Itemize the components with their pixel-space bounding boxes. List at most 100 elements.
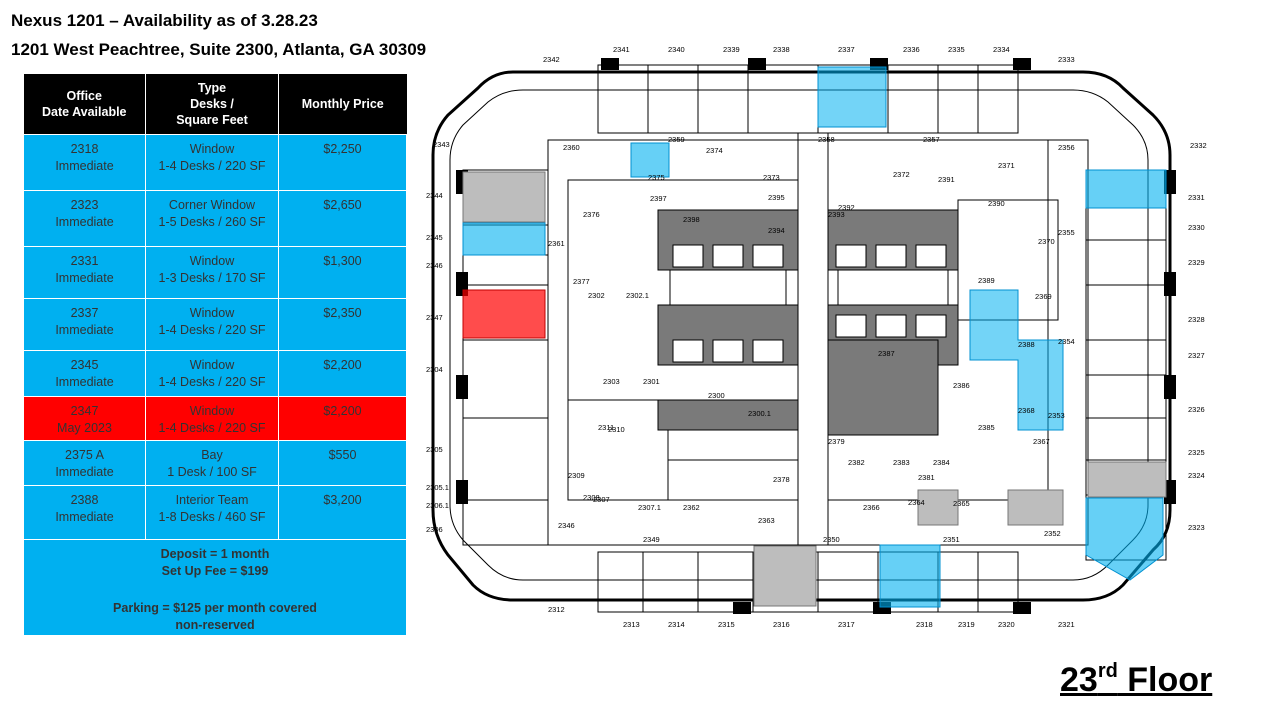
room-label-2301: 2301: [643, 377, 660, 386]
office-2337-highlight[interactable]: [817, 66, 887, 128]
room-label-2371: 2371: [998, 161, 1015, 170]
room-label-2341: 2341: [613, 45, 630, 54]
office-2388-highlight[interactable]: [969, 289, 1064, 431]
room-label-2376: 2376: [583, 210, 600, 219]
price-cell: $2,200: [278, 396, 407, 441]
room-label-2339: 2339: [723, 45, 740, 54]
room-label-2307: 2307: [593, 495, 610, 504]
room-label-2340: 2340: [668, 45, 685, 54]
table-header-row: Office Date Available Type Desks / Squar…: [23, 74, 407, 135]
room-label-2307.1: 2307.1: [638, 503, 661, 512]
room-label-2324: 2324: [1188, 471, 1205, 480]
room-label-2337: 2337: [838, 45, 855, 54]
terms-cell: Deposit = 1 month Set Up Fee = $199 Park…: [23, 539, 407, 636]
availability-table: Office Date Available Type Desks / Squar…: [23, 74, 407, 636]
room-label-2394: 2394: [768, 226, 785, 235]
price-cell: $2,350: [278, 298, 407, 351]
office-2345-highlight[interactable]: [462, 222, 546, 256]
price-cell: $550: [278, 440, 407, 486]
room-label-2310: 2310: [608, 425, 625, 434]
room-label-2305.1: 2305.1: [426, 483, 449, 492]
room-label-2359: 2359: [668, 135, 685, 144]
room-label-2321: 2321: [1058, 620, 1075, 629]
room-label-2308: 2308: [583, 493, 600, 502]
room-label-2384: 2384: [933, 458, 950, 467]
room-label-2334: 2334: [993, 45, 1010, 54]
room-label-2312: 2312: [548, 605, 565, 614]
room-label-2315: 2315: [718, 620, 735, 629]
room-label-2300: 2300: [708, 391, 725, 400]
price-cell: $2,650: [278, 190, 407, 247]
room-label-2393: 2393: [828, 210, 845, 219]
room-label-2343: 2343: [433, 140, 450, 149]
room-label-2392: 2392: [838, 203, 855, 212]
room-label-2369: 2369: [1035, 292, 1052, 301]
price-cell: $1,300: [278, 246, 407, 299]
room-label-2306: 2306: [426, 525, 443, 534]
room-label-2395: 2395: [768, 193, 785, 202]
room-label-2354: 2354: [1058, 337, 1075, 346]
room-label-2360: 2360: [563, 143, 580, 152]
room-label-2345: 2345: [426, 233, 443, 242]
room-label-2306.1: 2306.1: [426, 501, 449, 510]
room-label-2377: 2377: [573, 277, 590, 286]
room-label-2374: 2374: [706, 146, 723, 155]
room-label-2350: 2350: [823, 535, 840, 544]
price-cell: $2,250: [278, 134, 407, 191]
room-label-2352: 2352: [1044, 529, 1061, 538]
room-label-2330: 2330: [1188, 223, 1205, 232]
page-address: 1201 West Peachtree, Suite 2300, Atlanta…: [11, 40, 427, 59]
room-label-2323: 2323: [1188, 523, 1205, 532]
office-2323-highlight[interactable]: [1085, 497, 1164, 581]
room-label-2328: 2328: [1188, 315, 1205, 324]
room-label-2302.1: 2302.1: [626, 291, 649, 300]
header-office: Office Date Available: [23, 74, 146, 135]
room-label-2332: 2332: [1190, 141, 1207, 150]
room-label-2346: 2346: [426, 261, 443, 270]
room-label-2344: 2344: [426, 191, 443, 200]
room-label-2356: 2356: [1058, 143, 1075, 152]
room-label-2349: 2349: [643, 535, 660, 544]
room-label-2389: 2389: [978, 276, 995, 285]
table-footer-row: Deposit = 1 month Set Up Fee = $199 Park…: [23, 539, 407, 636]
room-label-2314: 2314: [668, 620, 685, 629]
office-2347-highlight[interactable]: [462, 289, 546, 339]
room-label-2366: 2366: [863, 503, 880, 512]
room-label-2353: 2353: [1048, 411, 1065, 420]
room-label-2381: 2381: [918, 473, 935, 482]
room-label-2390: 2390: [988, 199, 1005, 208]
room-label-2375: 2375: [648, 173, 665, 182]
room-label-2388: 2388: [1018, 340, 1035, 349]
room-label-2327: 2327: [1188, 351, 1205, 360]
room-label-2397: 2397: [650, 194, 667, 203]
room-label-2336: 2336: [903, 45, 920, 54]
room-label-2362: 2362: [683, 503, 700, 512]
office-2331-highlight[interactable]: [1085, 169, 1167, 209]
room-label-2329: 2329: [1188, 258, 1205, 267]
room-label-2373: 2373: [763, 173, 780, 182]
room-label-2383: 2383: [893, 458, 910, 467]
available-offices: [462, 66, 1167, 608]
room-label-2311: 2311: [598, 423, 614, 432]
office-2375-highlight[interactable]: [630, 142, 670, 178]
room-label-2364: 2364: [908, 498, 925, 507]
room-label-2304: 2304: [426, 365, 443, 374]
office-2318-highlight[interactable]: [879, 544, 941, 608]
room-label-2346: 2346: [558, 521, 575, 530]
room-label-2368: 2368: [1018, 406, 1035, 415]
